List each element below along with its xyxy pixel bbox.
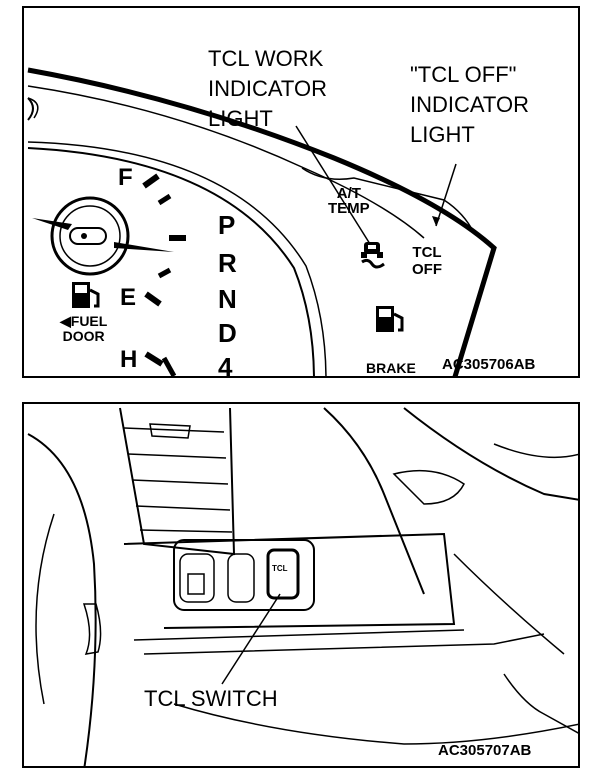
brake-label: BRAKE [366,360,416,376]
temp-hot-mark: H [120,346,138,373]
tcl-switch-figure: TCL TCL SWITCH AC305707AB [22,402,580,768]
tcl-switch-icon: TCL [272,564,288,573]
gear-4: 4 [218,352,233,378]
dashboard-drawing [27,407,578,766]
callout-tcl-switch: TCL SWITCH [144,686,278,711]
tcl-off-lamp-label: TCL OFF [412,244,442,278]
gear-d: D [218,318,237,348]
instrument-cluster-drawing [27,67,497,376]
instrument-cluster-figure: TCL WORK INDICATOR LIGHT "TCL OFF" INDIC… [22,6,580,378]
callout-tcl-work-indicator: TCL WORK INDICATOR LIGHT [208,46,327,131]
gear-r: R [218,248,237,278]
slip-indicator-icon [361,242,385,269]
gear-p: P [218,210,236,240]
fuel-door-label: ◀FUEL DOOR [60,313,108,344]
figure-code-top: AC305706AB [442,356,536,373]
gear-n: N [218,284,237,314]
at-temp-label: A/T TEMP [328,185,370,217]
callout-tcl-off-indicator: "TCL OFF" INDICATOR LIGHT [410,62,529,147]
fuel-pump-icon [376,306,404,332]
fuel-empty-mark: E [120,284,137,311]
fuel-full-mark: F [118,164,133,191]
fuel-pump-icon [72,282,100,308]
figure-code-bottom: AC305707AB [438,742,532,759]
